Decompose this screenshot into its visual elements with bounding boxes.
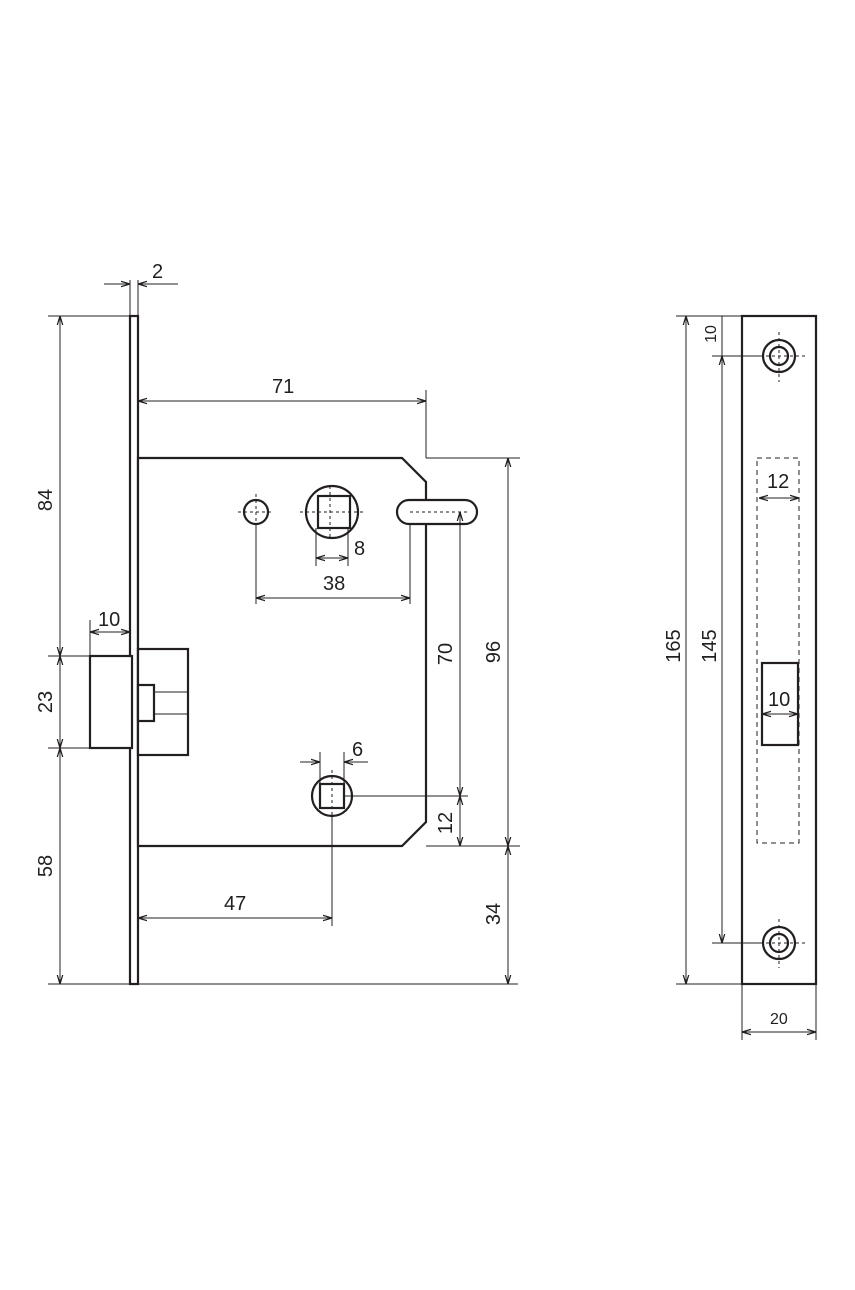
dim-strike-bolt-width: 12 [767,471,789,493]
dim-strike-latch-width: 10 [768,689,790,711]
dim-lower-hub-square: 6 [352,739,363,761]
strike-bolt-recess [756,457,800,844]
dim-strike-width: 20 [770,1011,788,1028]
strike-latch-opening [760,661,800,747]
strike-plate-view: 165 145 10 12 10 20 [663,314,818,1040]
latch-bolt [88,654,134,750]
dim-lower-hub-backset: 47 [224,893,246,915]
dim-lower-hub-to-edge: 12 [435,812,457,834]
dim-hub-spacing: 70 [435,643,457,665]
latch-stem [136,683,156,723]
lock-case [136,456,428,848]
dim-upper-height: 84 [35,489,57,511]
dim-strike-total-height: 165 [663,629,685,662]
lock-side-view: 2 71 84 23 58 10 8 38 70 96 6 [35,261,520,986]
strike-plate [740,314,818,986]
dim-spindle-square: 8 [354,538,365,560]
dim-backset: 71 [272,376,294,398]
dim-faceplate-thickness: 2 [152,261,163,283]
faceplate [128,314,140,986]
dim-latch-height: 23 [35,691,57,713]
dim-body-height: 96 [483,641,505,663]
dim-spindle-to-slot: 38 [323,573,345,595]
dim-latch-projection: 10 [98,609,120,631]
dim-strike-screw-spacing: 145 [699,629,721,662]
dim-lower-height: 58 [35,855,57,877]
dim-strike-screw-offset: 10 [703,325,720,343]
dim-bottom-offset: 34 [483,903,505,925]
